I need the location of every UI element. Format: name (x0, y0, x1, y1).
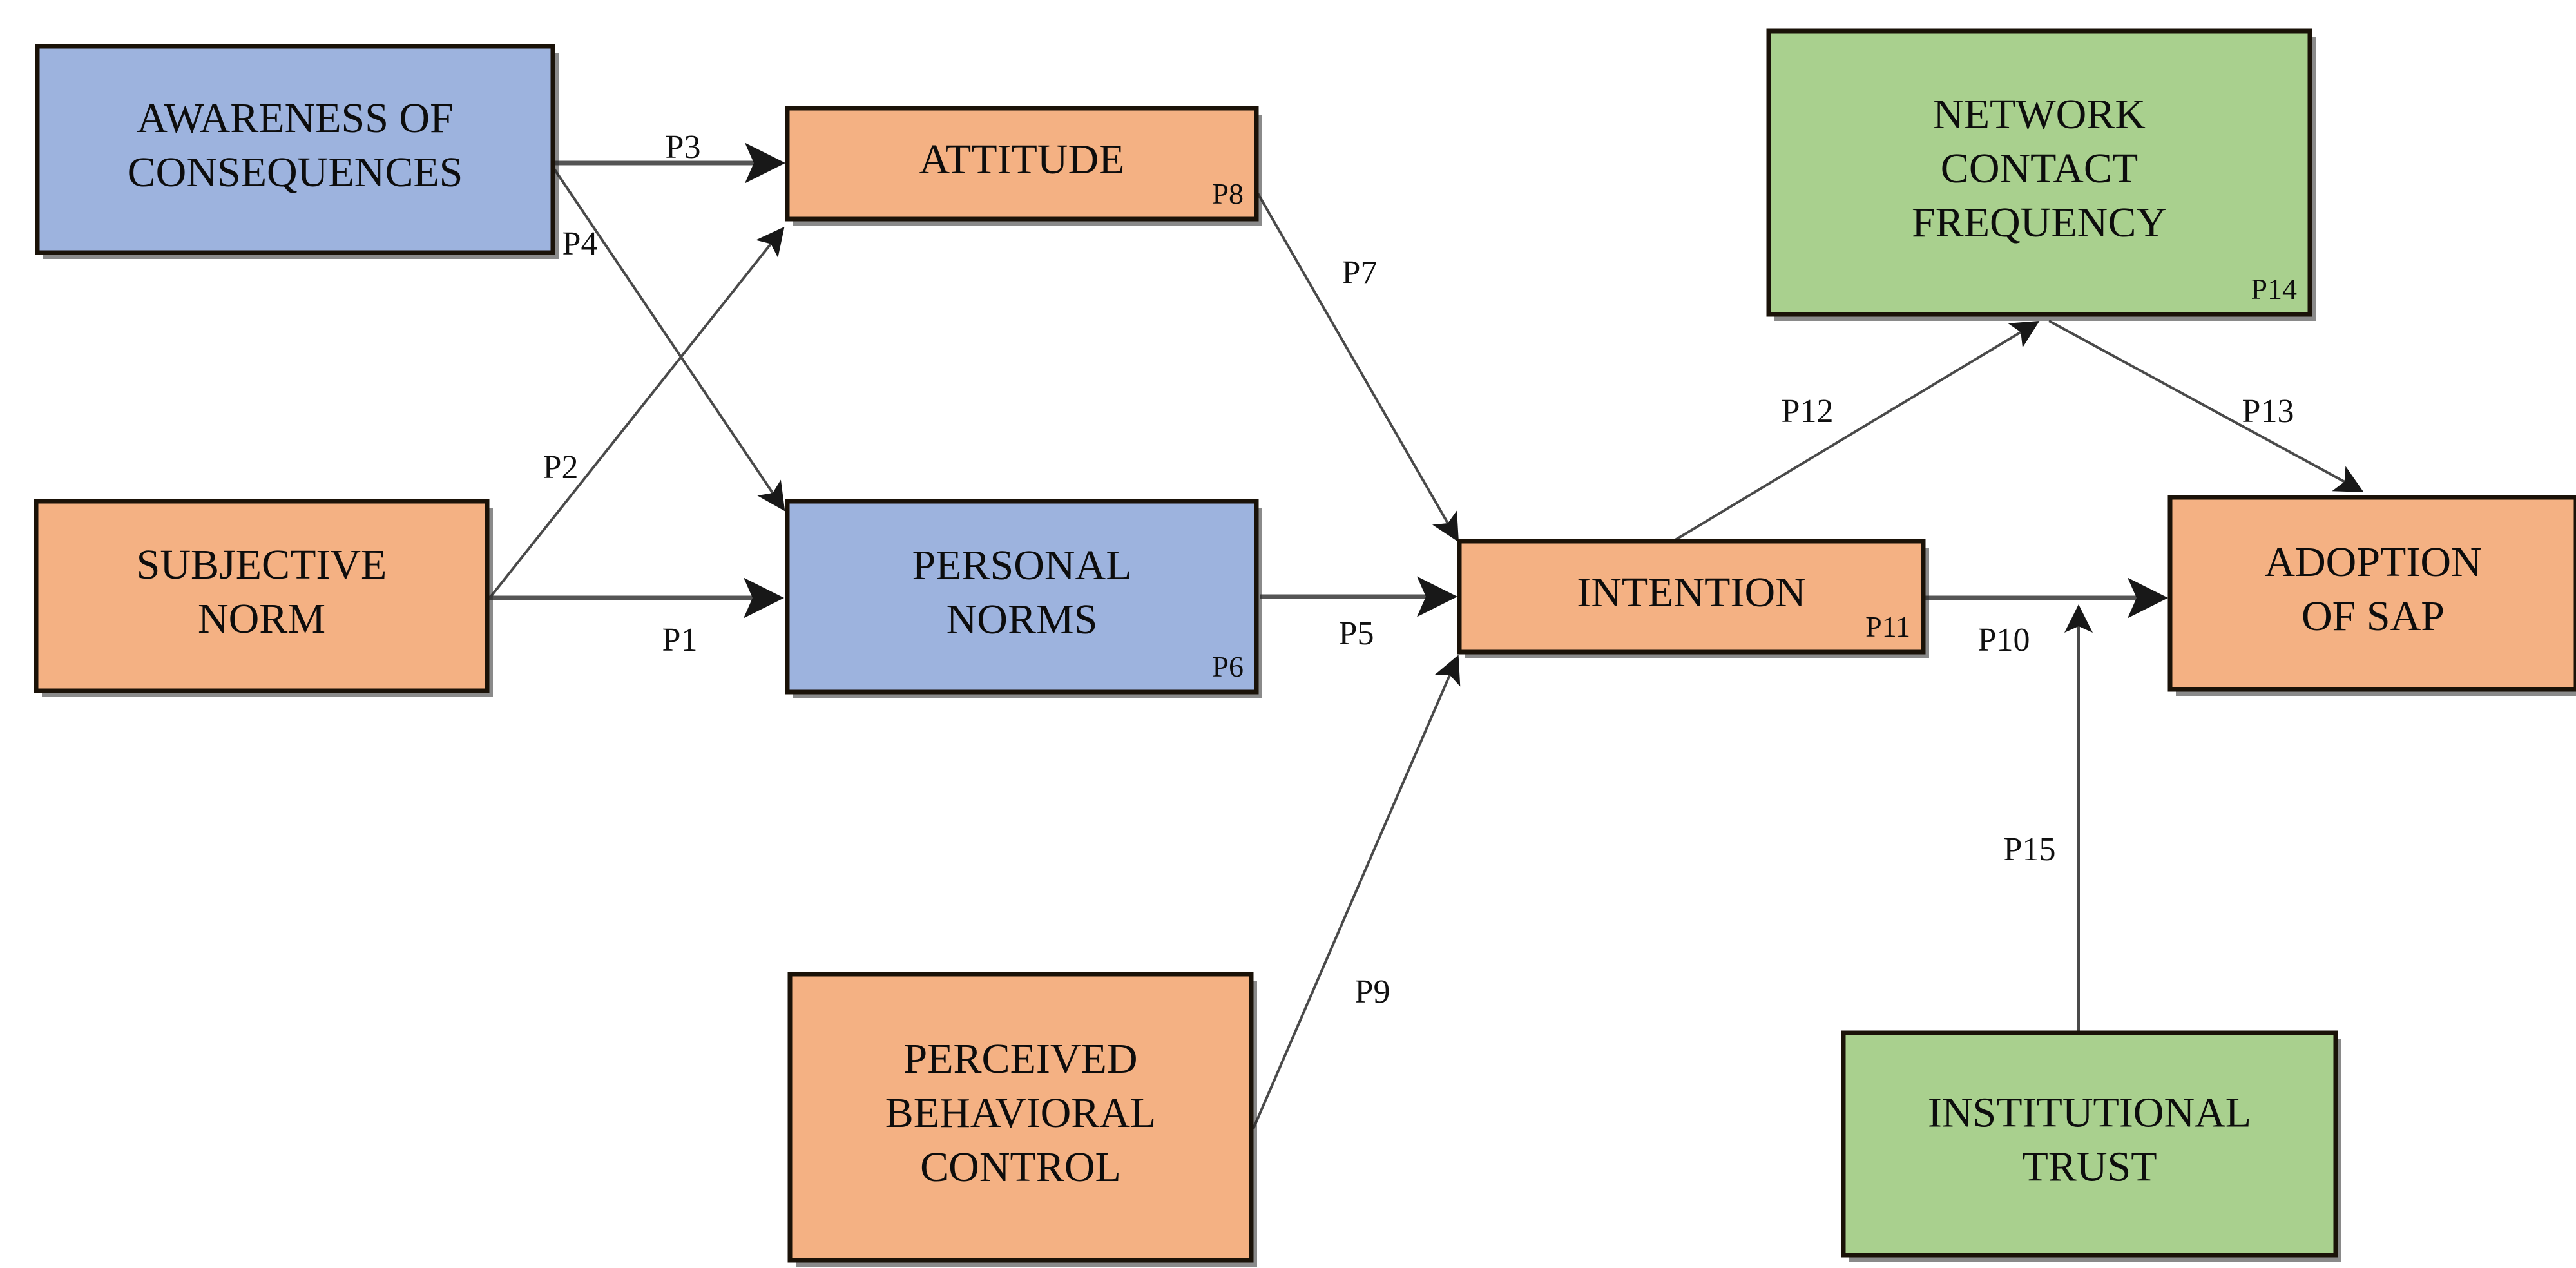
edge-label-p9: P9 (1355, 974, 1390, 1010)
edge-p13 (2048, 320, 2364, 492)
node-box-intention[interactable] (1457, 539, 1926, 655)
node-box-perceived-behavioral-control[interactable] (787, 972, 1254, 1263)
node-label-institutional-trust: INSTITUTIONAL (1928, 1090, 2251, 1137)
edge-p12 (1674, 320, 2040, 541)
node-institutional-trust[interactable]: INSTITUTIONAL TRUST (1841, 1030, 2341, 1262)
node-perceived-behavioral-control[interactable]: PERCEIVED BEHAVIORAL CONTROL (787, 972, 1257, 1267)
edge-line-p9 (1252, 655, 1461, 1129)
node-label-network-contact-frequency: NETWORK (1933, 91, 2146, 138)
edge-label-p1: P1 (662, 622, 698, 658)
node-awareness-of-consequences[interactable]: AWARENESS OF CONSEQUENCES (35, 44, 559, 259)
edge-label-p10: P10 (1978, 622, 2030, 658)
node-intention[interactable]: INTENTION P11 (1457, 539, 1929, 658)
edge-line-p12 (1674, 320, 2040, 541)
node-label-network-contact-frequency: CONTACT (1941, 145, 2138, 192)
node-box-attitude[interactable] (785, 106, 1259, 222)
node-attitude[interactable]: ATTITUDE P8 (785, 106, 1262, 226)
node-label-network-contact-frequency: FREQUENCY (1912, 199, 2167, 246)
edge-line-p4 (553, 168, 785, 512)
node-personal-norms[interactable]: PERSONAL NORMS P6 (785, 499, 1262, 698)
node-label-institutional-trust: TRUST (2022, 1144, 2157, 1191)
edge-p2 (488, 226, 785, 599)
node-box-personal-norms[interactable] (785, 499, 1259, 695)
edge-p9 (1252, 655, 1461, 1129)
node-label-adoption-of-sap: ADOPTION (2264, 539, 2481, 586)
node-label-personal-norms: PERSONAL (912, 542, 1131, 589)
node-label-attitude: ATTITUDE (919, 136, 1125, 183)
node-box-adoption-of-sap[interactable] (2167, 495, 2576, 692)
node-proposition-p11: P11 (1865, 610, 1910, 643)
node-label-adoption-of-sap: OF SAP (2302, 593, 2445, 640)
node-subjective-norm[interactable]: SUBJECTIVE NORM (34, 499, 493, 697)
edges-layer (487, 142, 2364, 1129)
edge-label-p12: P12 (1782, 393, 1834, 430)
node-proposition-p6: P6 (1212, 650, 1244, 683)
node-label-personal-norms: NORMS (947, 596, 1098, 643)
node-proposition-p14: P14 (2251, 273, 2297, 305)
edge-p4 (553, 168, 785, 512)
node-box-institutional-trust[interactable] (1841, 1030, 2338, 1258)
edge-label-p2: P2 (543, 449, 579, 486)
node-label-intention: INTENTION (1577, 569, 1806, 616)
edge-line-p2 (488, 226, 785, 599)
node-label-awareness-of-consequences: CONSEQUENCES (128, 149, 463, 196)
node-label-subjective-norm: NORM (198, 595, 325, 642)
node-box-network-contact-frequency[interactable] (1766, 28, 2312, 317)
node-label-perceived-behavioral-control: CONTROL (920, 1144, 1121, 1191)
node-adoption-of-sap[interactable]: ADOPTION OF SAP (2167, 495, 2576, 696)
node-label-perceived-behavioral-control: BEHAVIORAL (885, 1090, 1156, 1137)
edge-label-p13: P13 (2242, 393, 2294, 430)
edge-label-p3: P3 (666, 129, 701, 166)
node-label-subjective-norm: SUBJECTIVE (137, 541, 387, 588)
nodes-layer: AWARENESS OF CONSEQUENCES ATTITUDE P8 NETWOR… (34, 28, 2576, 1267)
edge-line-p7 (1256, 193, 1459, 543)
node-label-perceived-behavioral-control: PERCEIVED (904, 1035, 1138, 1082)
node-box-awareness-of-consequences[interactable] (35, 44, 555, 255)
edge-label-p4: P4 (562, 226, 598, 262)
node-proposition-p8: P8 (1212, 177, 1244, 210)
edge-label-p5: P5 (1339, 615, 1374, 652)
node-network-contact-frequency[interactable]: NETWORK CONTACT FREQUENCY P14 (1766, 28, 2316, 321)
node-label-awareness-of-consequences: AWARENESS OF (137, 95, 454, 142)
edge-label-p7: P7 (1342, 255, 1378, 291)
node-box-subjective-norm[interactable] (34, 499, 490, 693)
edge-line-p13 (2048, 320, 2364, 492)
edge-p7 (1256, 193, 1459, 543)
edge-label-p15: P15 (2004, 831, 2056, 868)
